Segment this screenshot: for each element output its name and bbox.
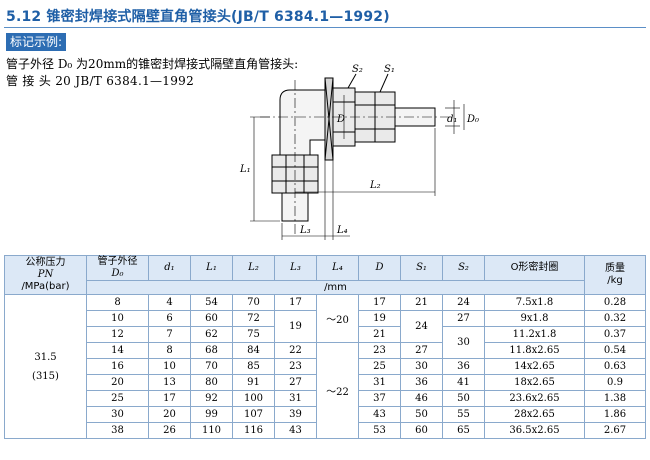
table-row: 10 6 60 72 19 19 24 27 9x1.8 0.32 [5,310,646,343]
header-s1: S₁ [400,255,443,281]
table-row: 14 8 68 84 22 ～22 23 27 11.8x2.65 0.54 [5,342,646,439]
header-d: D [358,255,401,281]
header-pn: 公称压力 PN /MPa(bar) [4,255,87,295]
label-s1: S₁ [384,64,395,75]
marking-example-badge: 标记示例: [6,33,67,51]
label-d1: d₁ [447,114,457,125]
header-mass: 质量 /kg [584,255,646,295]
page-title: 5.12 锥密封焊接式隔壁直角管接头(JB/T 6384.1—1992) [6,9,390,25]
label-s2: S₂ [352,64,363,75]
header-l3: L₃ [274,255,317,281]
title-divider [4,27,646,28]
pn-cell: 31.5 (315) [4,294,87,439]
table-row: 31.5 (315) 8 4 54 70 17 ～20 17 21 24 7.5… [4,294,646,439]
label-l4: L₄ [336,225,348,236]
example-marking: 管 接 头 20 JB/T 6384.1—1992 [6,74,195,88]
dimension-table: 公称压力 PN /MPa(bar) 管子外径 D₀ d₁ L₁ L₂ L₃ L₄… [4,255,646,439]
l4-group-1: ～20 [316,294,359,343]
label-l1: L₁ [239,164,251,175]
header-unit: /mm [86,280,585,295]
l4-group-2: ～22 [316,342,359,439]
label-l3: L₃ [299,225,311,236]
header-d0: 管子外径 D₀ [86,255,149,281]
header-d1: d₁ [148,255,191,281]
header-oring: O形密封圈 [484,255,585,281]
header-l2: L₂ [232,255,275,281]
fitting-drawing: S₂ S₁ D d₁ D₀ L₁ L₂ L₃ L₄ [239,64,479,240]
header-l1: L₁ [190,255,233,281]
label-d0: D₀ [466,114,479,125]
label-l2: L₂ [369,180,381,191]
example-description: 管子外径 D₀ 为20mm的锥密封焊接式隔壁直角管接头: [6,57,299,71]
table-row: 25 17 92 100 31 37 46 50 23.6x2.65 1.38 [5,390,646,407]
label-d: D [336,114,345,125]
table-row: 38 26 110 116 43 53 60 65 36.5x2.65 2.67 [5,422,646,439]
header-s2: S₂ [442,255,485,281]
table-row: 12 7 62 75 21 30 11.2x1.8 0.37 [5,326,646,359]
header-l4: L₄ [316,255,359,281]
table-row: 30 20 99 107 39 43 50 55 28x2.65 1.86 [5,406,646,423]
